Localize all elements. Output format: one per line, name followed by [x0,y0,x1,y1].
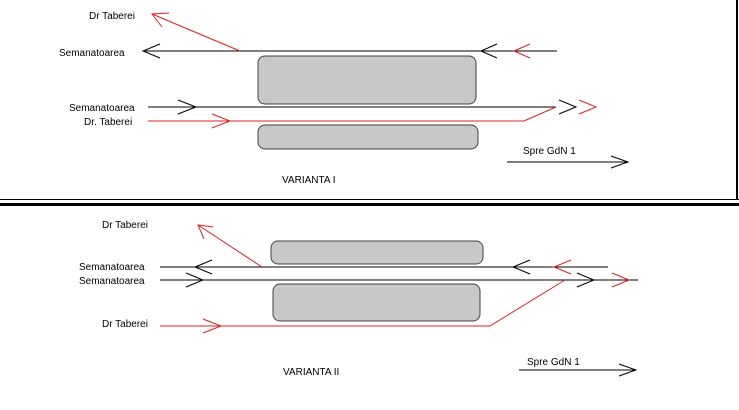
variant1-label-spre-gdn: Spre GdN 1 [523,146,576,157]
variant2-label-dr-taberei-top: Dr Taberei [102,220,148,231]
variant2-arrow-east-end [576,272,596,288]
variant1-spre-arrowhead [610,155,630,169]
variant1-title: VARIANTA I [282,175,336,186]
section-divider [0,203,739,206]
variant2-diagram [160,224,638,377]
variant1-arrowhead-west-end [141,43,161,59]
variant1-platform-upper [257,55,477,105]
variant1-label-semanatoarea-top: Semanatoarea [59,48,125,59]
variant2-platform-upper [270,240,484,265]
variant1-label-dr-taberei-mid: Dr. Taberei [84,117,133,128]
variant2-label-semanatoarea-2: Semanatoarea [79,276,145,287]
variant2-arrowhead-dr-taberei [197,224,214,240]
variant1-arrow-west-mid [479,43,498,59]
variant2-arrow-west-mid [511,259,531,275]
variant2-arrow-west-start [193,259,213,275]
variant1-arrowhead-dr-taberei [151,12,170,28]
variant2-arrow-east-start [185,272,205,288]
variant2-platform-lower [272,283,481,322]
variant2-spre-arrowhead [618,363,638,377]
variant1-arrow-red-incoming [512,43,531,59]
variant2-arrow-red-start [202,318,223,334]
variant1-arrow-east-start [177,99,198,115]
variant2-label-dr-taberei-bottom: Dr Taberei [102,319,148,330]
variant2-label-spre-gdn: Spre GdN 1 [527,357,580,368]
variant1-platform-lower [257,124,479,150]
variant2-arrow-red-incoming [552,259,572,275]
variant2-arrow-red-end [611,272,631,288]
section-shadow-right [736,0,738,200]
variant2-title: VARIANTA II [283,367,340,378]
variant2-label-semanatoarea-1: Semanatoarea [79,262,145,273]
variant1-arrow-red-end [578,99,598,115]
variant1-label-dr-taberei-top: Dr Taberei [89,11,135,22]
section-shadow-line [0,199,739,200]
variant1-arrow-east-end [558,99,578,115]
variant1-arrow-red-start [211,113,232,129]
variant1-track-dr-taberei-merge [148,106,557,122]
variant1-track-dr-taberei-branch [151,13,241,52]
variant2-track-dr-taberei-merge [160,279,566,327]
variant2-track-dr-taberei-branch [197,224,263,268]
variant1-diagram [141,12,630,169]
variant1-label-semanatoarea-mid: Semanatoarea [69,103,135,114]
